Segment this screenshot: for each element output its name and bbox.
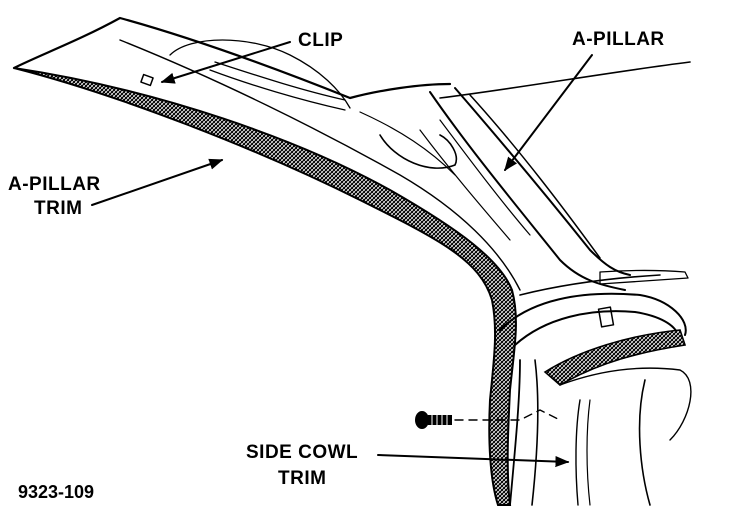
- a-pillar-trim-label-line2: TRIM: [34, 198, 82, 219]
- a-pillar-label: A-PILLAR: [572, 29, 665, 50]
- leader-lines: [91, 41, 593, 468]
- screw-icon: [415, 411, 452, 429]
- a-pillar-trim-label-line1: A-PILLAR: [8, 174, 101, 195]
- side-cowl-trim-label-line1: SIDE COWL: [246, 442, 358, 463]
- side-cowl-trim-label-line2: TRIM: [278, 468, 326, 489]
- clip-label: CLIP: [298, 30, 343, 51]
- figure-number: 9323-109: [18, 482, 94, 502]
- side-cowl-area: [415, 292, 692, 506]
- a-pillar-structure: [140, 39, 691, 296]
- a-pillar-trim-edge: [13, 67, 517, 506]
- clip-detail: [140, 73, 154, 87]
- a-pillar-trim-panel: [12, 16, 521, 506]
- side-cowl-trim-edge: [543, 329, 687, 386]
